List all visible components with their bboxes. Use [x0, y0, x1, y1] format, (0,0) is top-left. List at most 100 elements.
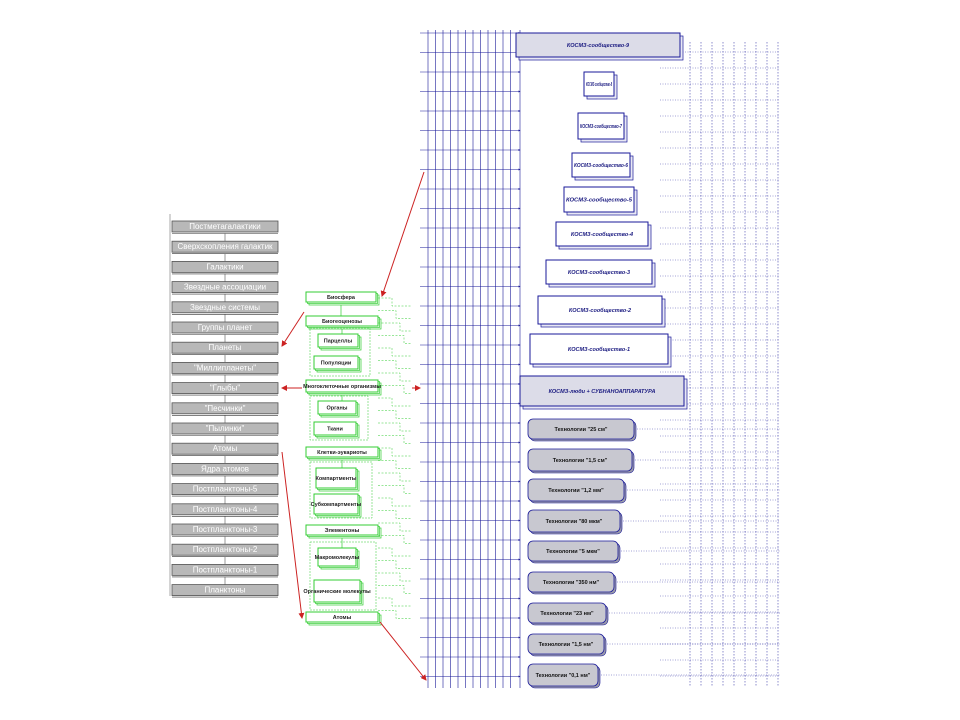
scale-level-11: "Пылинки": [171, 422, 279, 444]
technology-8: Технологии "1,5 нм": [527, 633, 780, 657]
technology-3: Технологии "1,2 мм": [527, 478, 780, 504]
bio-level-label: Биосфера: [327, 294, 356, 301]
scale-level-label: Постпланктоны-1: [193, 565, 258, 574]
scale-level-4: Звездные ассоциации: [171, 281, 279, 302]
arrow-biosphere-to-cosm: [380, 171, 425, 297]
scale-level-label: Звездные ассоциации: [184, 283, 266, 292]
cosm-community-1: КОСМЗ-сообщество-1: [529, 333, 672, 368]
bio-group-frames: [309, 297, 412, 619]
scale-level-17: Постпланктоны-2: [171, 543, 279, 565]
bio-level-label: Популяции: [321, 361, 351, 367]
scale-level-label: "Миллипланеты": [194, 363, 256, 372]
scale-level-1: Постметагалактики: [171, 220, 279, 242]
cosm-community-people: КОСМЗ-люди + СУБНАНОАППАРАТУРА: [519, 375, 688, 410]
technology-label: Технологии "80 мкм": [546, 519, 603, 525]
bio-level-label: Компартменты: [316, 476, 357, 482]
scale-level-label: Группы планет: [198, 323, 253, 332]
technology-2: Технологии "1,5 см": [527, 448, 780, 474]
scale-level-8: "Миллипланеты": [171, 361, 279, 383]
scale-level-label: "Глыбы": [210, 384, 240, 393]
scale-level-13: Ядра атомов: [171, 462, 279, 484]
cosm-community-8: КОСМЗ-сообщество-8: [583, 71, 618, 100]
bio-level-клетки-эукариоты: Клетки-эукариоты: [305, 446, 382, 468]
technology-1: Технологии "25 см": [527, 418, 780, 442]
technology-label: Технологии "23 нм": [540, 611, 594, 617]
scale-level-5: Звездные системы: [171, 301, 279, 322]
cosm-community-label: КОСМЗ-сообщество-5: [566, 197, 633, 204]
bio-level-label: Субкомпартменты: [311, 501, 362, 508]
arrow-atoms-to-atoms: [281, 451, 305, 619]
technology-6: Технологии "350 нм": [527, 571, 780, 595]
scale-level-6: Группы планет: [171, 321, 279, 343]
technology-label: Технологии "1,5 нм": [539, 642, 594, 648]
scale-level-9: "Глыбы": [171, 382, 279, 403]
scale-level-label: Постпланктоны-5: [193, 485, 258, 494]
scale-level-14: Постпланктоны-5: [171, 483, 279, 504]
technology-label: Технологии "350 нм": [543, 580, 600, 586]
bio-level-органические-молекулы: Органические молекулы: [303, 579, 371, 606]
bio-level-биогеоценозы: Биогеоценозы: [305, 315, 382, 334]
scale-level-label: Постпланктоны-4: [193, 505, 258, 514]
technology-7: Технологии "23 нм": [527, 602, 780, 626]
cosm-community-label: КОСМЗ-сообщество-1: [568, 346, 630, 353]
scale-level-label: Планеты: [209, 343, 242, 352]
cosm-community-label: КОСМЗ-сообщество-6: [574, 162, 629, 169]
bio-level-элементоны: Элементоны: [305, 524, 382, 548]
scale-level-label: Планктоны: [204, 586, 245, 595]
bio-level-label: Парцеллы: [324, 339, 353, 345]
technology-column: Технологии "25 см" Технологии "1,5 см" Тех…: [527, 418, 780, 689]
bio-level-label: Макромолекулы: [315, 555, 360, 561]
technology-4: Технологии "80 мкм": [527, 509, 780, 535]
scale-level-label: Ядра атомов: [201, 464, 249, 473]
scale-level-label: Постметагалактики: [189, 222, 261, 231]
cosm-community-label: КОСМЗ-сообщество-3: [568, 269, 630, 276]
cosm-community-9: КОСМЗ-сообщество-9: [515, 32, 684, 61]
bio-level-многоклеточные-организмы: Многоклеточные организмы: [303, 379, 382, 401]
scale-level-label: Постпланктоны-3: [193, 525, 258, 534]
cosm-community-6: КОСМЗ-сообщество-6: [571, 152, 634, 181]
cosm-community-label: КОСМЗ-сообщество-4: [571, 231, 633, 238]
scale-level-label: Сверхскопления галактик: [177, 242, 273, 251]
bio-level-label: Биогеоценозы: [322, 319, 362, 325]
bio-level-ткани: Ткани: [313, 421, 360, 439]
technology-5: Технологии "5 мкм": [527, 540, 780, 564]
bio-level-субкомпартменты: Субкомпартменты: [311, 493, 362, 518]
cosm-community-label: КОСМЗ-сообщество-9: [567, 42, 630, 49]
technology-label: Технологии "5 мкм": [546, 549, 600, 555]
bio-level-популяции: Популяции: [313, 355, 362, 373]
technology-label: Технологии "1,2 мм": [548, 488, 604, 494]
bio-level-label: Элементоны: [325, 528, 360, 534]
scale-level-3: Галактики: [171, 260, 279, 282]
technology-label: Технологии "0,1 нм": [536, 673, 591, 679]
arrow-atoms-to-technology: [379, 621, 427, 681]
cosm-community-column: КОСМЗ-сообщество-9КОСМЗ-сообщество-8КОСМ…: [515, 32, 688, 410]
scale-level-15: Постпланктоны-4: [171, 503, 279, 524]
biological-hierarchy-column: БиосфераБиогеоценозыПарцеллыПопуляцииМно…: [303, 291, 412, 626]
scale-level-label: "Песчинки": [205, 404, 246, 413]
scale-level-2: Сверхскопления галактик: [171, 240, 279, 262]
red-arrows: [281, 171, 427, 681]
bio-level-биосфера: Биосфера: [305, 291, 380, 316]
bio-level-label: Многоклеточные организмы: [303, 384, 381, 390]
bio-level-атомы: Атомы: [305, 611, 382, 626]
technology-9: Технологии "0,1 нм": [527, 663, 780, 689]
cosm-community-label: КОСМЗ-сообщество-7: [580, 123, 623, 130]
bio-level-label: Ткани: [327, 427, 343, 433]
cosm-community-7: КОСМЗ-сообщество-7: [577, 112, 628, 143]
cosm-community-3: КОСМЗ-сообщество-3: [545, 259, 656, 288]
arrow-biogeocenoses-to-planets: [281, 311, 305, 347]
cosm-community-2: КОСМЗ-сообщество-2: [537, 295, 666, 328]
bio-level-label: Атомы: [333, 615, 352, 621]
scale-level-12: Атомы: [171, 442, 279, 464]
bio-level-label: Органические молекулы: [303, 589, 371, 595]
cosm-community-5: КОСМЗ-сообщество-5: [563, 186, 638, 216]
bio-level-компартменты: Компартменты: [315, 467, 360, 492]
bio-level-label: Клетки-эукариоты: [317, 450, 367, 456]
scale-level-label: Атомы: [213, 444, 238, 453]
technology-label: Технологии "1,5 см": [553, 458, 608, 464]
scale-level-label: Галактики: [206, 262, 243, 271]
scale-level-19: Планктоны: [171, 584, 279, 598]
cosm-community-4: КОСМЗ-сообщество-4: [555, 221, 652, 250]
